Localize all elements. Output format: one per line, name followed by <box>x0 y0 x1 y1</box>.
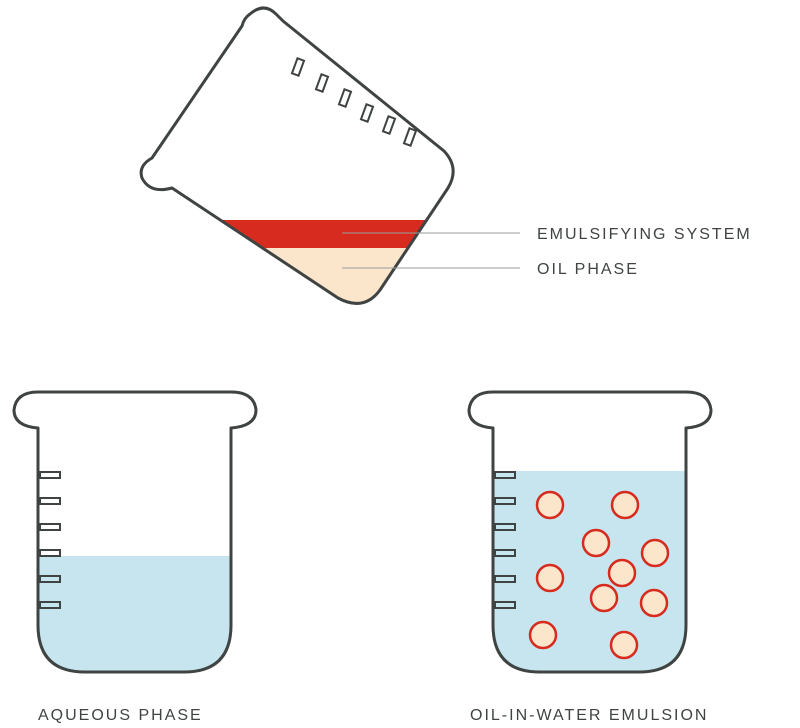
measurement-ticks <box>290 57 418 147</box>
emulsion-liquid <box>493 471 686 672</box>
aqueous-phase-label: AQUEOUS PHASE <box>38 707 203 724</box>
oil-droplet-icon <box>639 588 669 618</box>
emulsifying-system-label: EMULSIFYING SYSTEM <box>537 226 752 243</box>
aqueous-phase-liquid <box>38 556 231 672</box>
oil-droplets <box>528 490 670 660</box>
measurement-ticks <box>39 471 61 609</box>
oil-phase-label: OIL PHASE <box>537 261 639 278</box>
oil-in-water-emulsion-label: OIL-IN-WATER EMULSION <box>470 707 708 724</box>
beaker-icon <box>12 390 258 674</box>
oil-droplet-icon <box>609 630 639 660</box>
tilted-beaker-icon <box>139 6 455 305</box>
oil-droplet-icon <box>640 538 670 568</box>
oil-droplet-icon <box>589 583 619 613</box>
oil-droplet-icon <box>535 490 565 520</box>
oil-droplet-icon <box>610 490 640 520</box>
emulsifying-system-layer <box>150 220 454 248</box>
oil-droplet-icon <box>581 528 611 558</box>
oil-phase-layer <box>150 248 454 304</box>
oil-droplet-icon <box>607 558 637 588</box>
measurement-ticks <box>494 471 516 609</box>
beaker-icon <box>467 390 713 674</box>
oil-droplet-icon <box>535 563 565 593</box>
oil-droplet-icon <box>528 620 558 650</box>
